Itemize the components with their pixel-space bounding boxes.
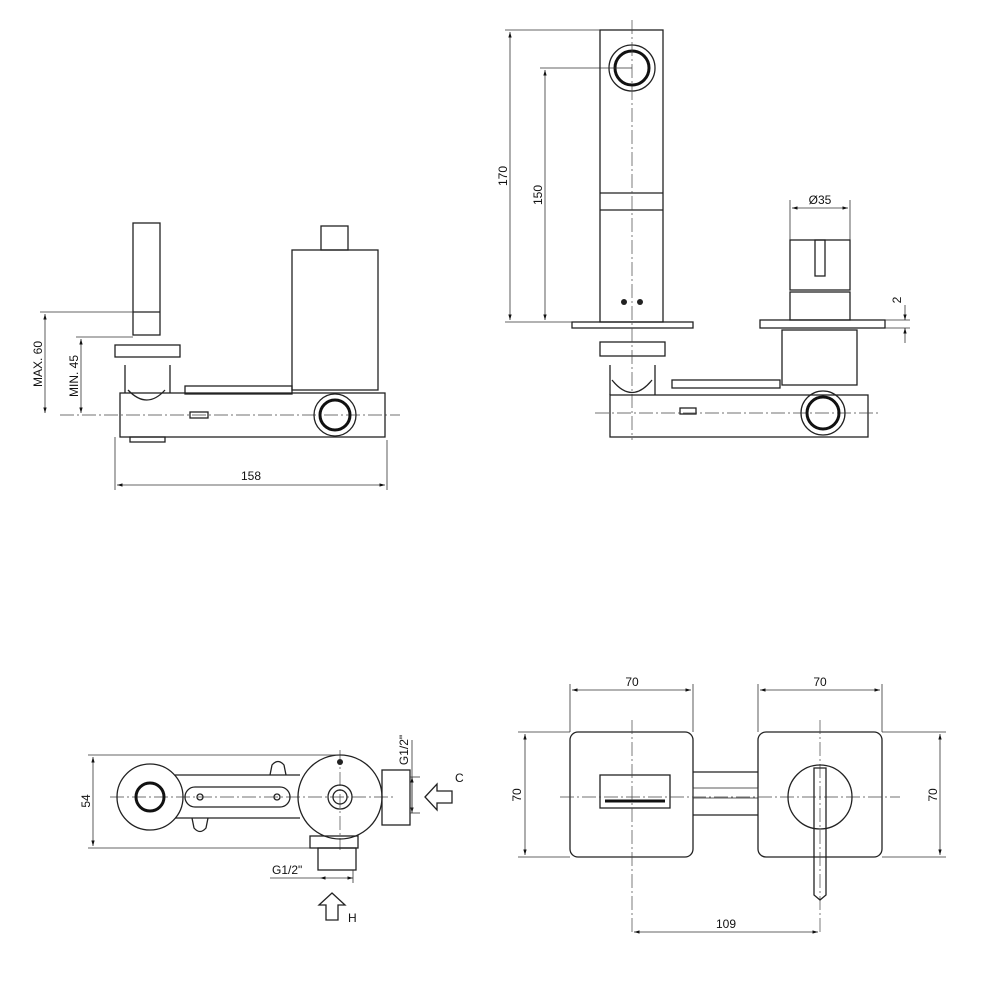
spout-outlet-slot — [599, 774, 671, 809]
min-dimension-label: MIN. 45 — [67, 355, 81, 397]
cold-inlet — [381, 769, 411, 826]
handle-knob — [787, 764, 853, 830]
depth-dimension-label: 54 — [79, 794, 93, 808]
spout-height-label: 150 — [531, 185, 545, 205]
spout-flange — [114, 344, 181, 358]
right-plate-width-label: 70 — [813, 675, 827, 689]
spout-base — [116, 763, 184, 831]
width-dimension-label: 158 — [241, 469, 261, 483]
cold-inlet-size-label: G1/2" — [397, 735, 411, 765]
hot-inlet-size-label: G1/2" — [272, 863, 302, 877]
inlet-circle — [313, 393, 357, 437]
spout-connector — [124, 365, 171, 401]
plate-bar — [184, 385, 293, 395]
spout-pipe — [132, 222, 161, 336]
hot-inlet — [317, 847, 357, 871]
spout-plate — [571, 321, 694, 329]
body-slot — [184, 786, 291, 808]
handle-plate — [759, 319, 886, 329]
center-distance-label: 109 — [716, 917, 736, 931]
spout-plate — [569, 731, 694, 858]
handle-block — [789, 239, 851, 291]
left-plate-height-label: 70 — [510, 788, 524, 802]
cartridge — [781, 329, 858, 386]
front-view: 70 70 70 70 109 — [510, 675, 946, 935]
side-view: 158 MAX. 60 MIN. 45 — [31, 222, 400, 490]
handle-lever — [814, 239, 826, 277]
handle-diameter-label: Ø35 — [809, 193, 832, 207]
handle-lever — [813, 767, 827, 901]
left-plate-width-label: 70 — [625, 675, 639, 689]
total-height-label: 170 — [496, 166, 510, 186]
valve-body — [119, 392, 386, 438]
max-dimension-label: MAX. 60 — [31, 341, 45, 387]
front-section-view: 170 150 Ø35 2 — [496, 20, 910, 440]
hot-label: H — [348, 911, 357, 925]
cartridge-stem — [320, 225, 349, 251]
hot-arrow-icon — [317, 892, 347, 921]
valve-body — [609, 394, 869, 438]
plate-thickness-label: 2 — [890, 296, 904, 303]
cartridge-box — [291, 249, 379, 391]
cold-arrow-icon — [424, 782, 453, 812]
cold-label: C — [455, 771, 464, 785]
top-view: 54 G1/2" C G1/2" H — [79, 735, 464, 925]
right-plate-height-label: 70 — [926, 788, 940, 802]
